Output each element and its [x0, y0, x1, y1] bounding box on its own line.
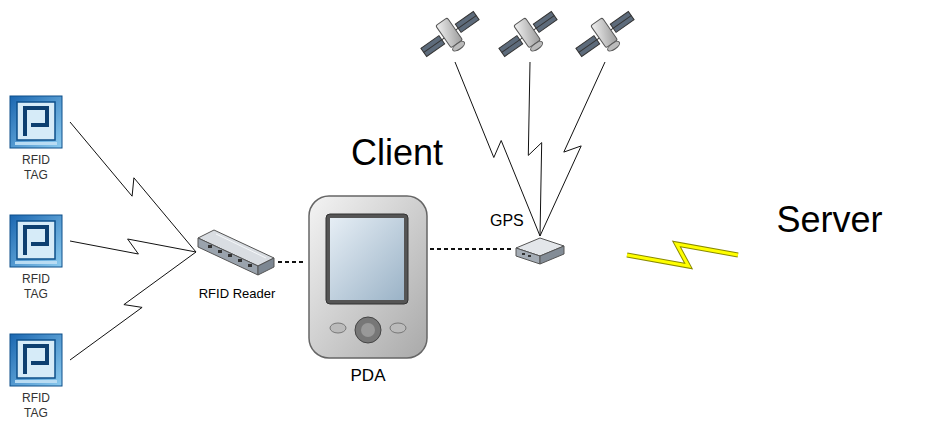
tag-node: RFID TAG: [2, 214, 70, 310]
rfid-reader-device: [196, 226, 278, 280]
device-label: RFID TAG: [14, 272, 58, 302]
device-label: RFID TAG: [14, 391, 58, 421]
connector: [70, 122, 196, 252]
connector: [627, 244, 738, 266]
text-holder: GPS: [488, 211, 526, 230]
satellite: [493, 3, 564, 67]
text-holder: PDA: [306, 366, 430, 386]
connector: [70, 239, 196, 254]
text-holder: RFID TAG: [2, 272, 70, 302]
region-heading: Server: [776, 200, 882, 240]
device-label: PDA: [351, 366, 386, 386]
text-holder: RFID TAG: [2, 391, 70, 421]
tag-node: RFID TAG: [2, 95, 70, 191]
satellite: [570, 3, 641, 67]
text-holder: RFID TAG: [2, 153, 70, 183]
satellite: [415, 3, 486, 67]
text-holder: Client: [167, 117, 627, 189]
region-box: Server: [738, 190, 921, 320]
pda-node: PDA: [306, 194, 430, 389]
rfid-tag-icon: [9, 95, 63, 149]
device-label: RFID TAG: [14, 153, 58, 183]
text-holder: Server: [738, 190, 921, 250]
region-box: ClientRFID ReaderPDA GPS: [167, 117, 627, 402]
device-label: GPS: [488, 211, 526, 230]
reader-node: RFID Reader: [196, 226, 278, 306]
tag-node: RFID TAG: [2, 333, 70, 429]
satellite-signal-lines: [455, 62, 605, 236]
device-label: RFID Reader: [199, 286, 276, 302]
connector: [278, 262, 306, 263]
connector: [430, 249, 514, 250]
text-holder: RFID Reader: [196, 284, 278, 302]
region-heading: Client: [351, 133, 443, 173]
pda-device: [306, 194, 430, 362]
rfid-tag-icon: [9, 214, 63, 268]
connector: [70, 252, 196, 360]
rfid-tag-icon: [9, 333, 63, 387]
gps-node: GPS: [514, 210, 566, 272]
